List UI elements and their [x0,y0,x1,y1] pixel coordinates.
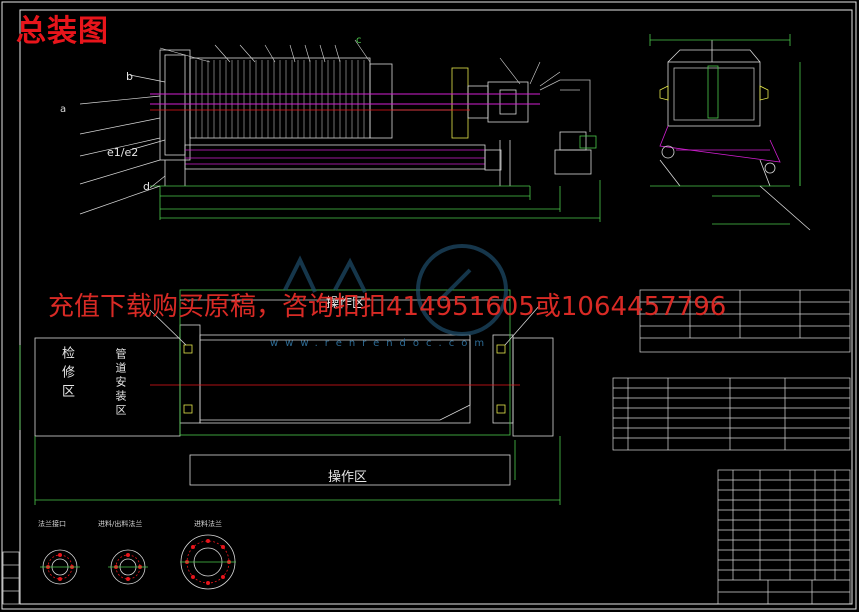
inner-border [19,9,853,605]
callout-e1-e2: e1/e2 [107,146,139,159]
zone-pipe-install-label: 管道安装区 [114,348,127,418]
zone-maintenance-label: 检修区 [59,346,74,403]
flange-details [40,534,236,590]
flange-label-2: 进料/出料法兰 [98,520,143,528]
left-leaders [79,74,166,215]
front-view-dimensions [159,180,601,222]
revision-strip [2,551,20,605]
callout-letter-a: a [60,104,67,115]
flange-label-3: 进料法兰 [194,520,222,528]
callout-letter-d: d [143,180,150,193]
watermark-logo [283,244,508,336]
spec-tables [612,289,851,451]
side-view [650,40,790,187]
top-callouts [159,39,561,87]
callout-letter-c: c [356,35,362,46]
callout-letter-b: b [126,70,133,83]
flange-label-1: 法兰接口 [38,520,66,528]
front-view [150,49,597,187]
title-block [717,469,851,605]
watermark-text: 充值下载购买原稿，咨询扣扣414951605或1064457796 [48,292,727,322]
zone-operation-label-bottom: 操作区 [328,470,368,485]
side-view-dimensions [649,34,811,231]
watermark-site: www.renrendoc.com [270,338,492,349]
drawing-title: 总装图 [16,14,109,49]
zone-operation-label-top: 操作区 [326,296,366,311]
plan-view [19,289,561,505]
